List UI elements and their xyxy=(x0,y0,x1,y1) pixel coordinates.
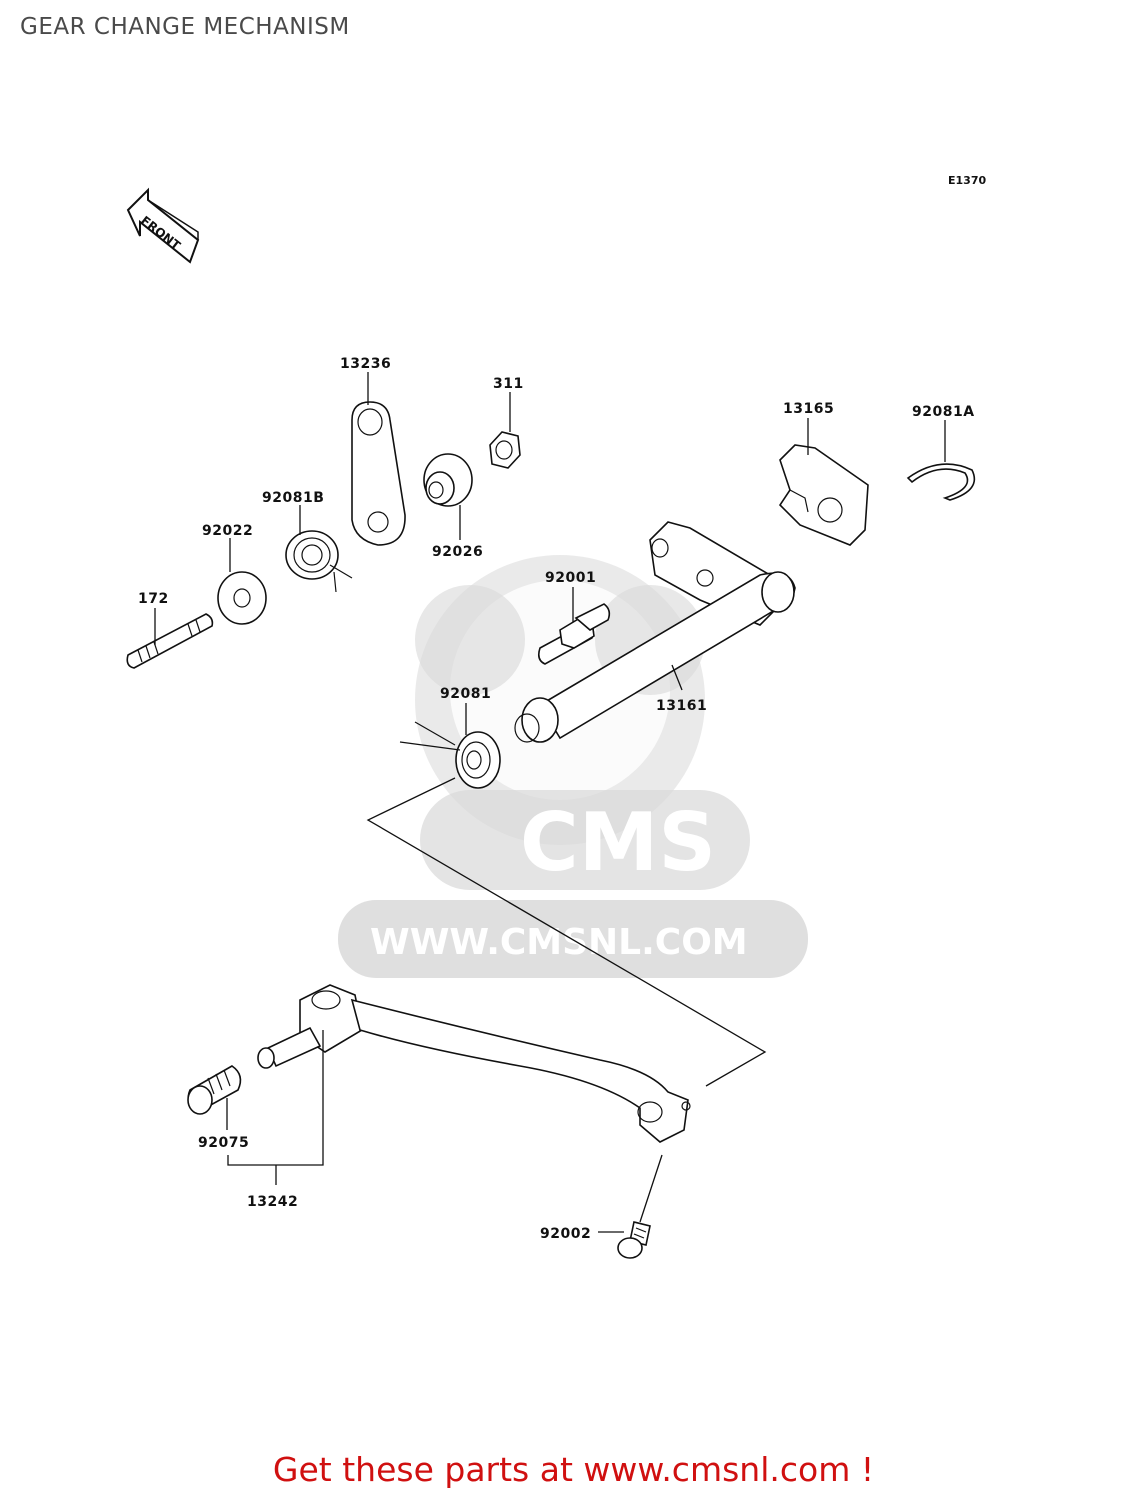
label-92081: 92081 xyxy=(440,686,491,702)
label-92026: 92026 xyxy=(432,544,483,560)
part-92002-bolt xyxy=(617,1221,651,1259)
label-13236: 13236 xyxy=(340,356,391,372)
label-172: 172 xyxy=(138,591,169,607)
diagram-code: E1370 xyxy=(948,174,986,187)
label-92022: 92022 xyxy=(202,523,253,539)
part-13161-shaft xyxy=(514,521,796,743)
footer-link[interactable]: Get these parts at www.cmsnl.com ! xyxy=(272,1450,875,1489)
part-13165-plate xyxy=(778,444,869,546)
part-92081A-clip xyxy=(906,463,976,501)
label-92081B: 92081B xyxy=(262,490,324,506)
label-13161: 13161 xyxy=(656,698,707,714)
label-13242: 13242 xyxy=(247,1194,298,1210)
part-92022-washer xyxy=(217,571,267,625)
part-92001-bolt xyxy=(538,603,611,665)
part-92075-rubber xyxy=(187,1065,242,1115)
label-13165: 13165 xyxy=(783,401,834,417)
part-13242-pedal xyxy=(257,984,691,1143)
watermark-url: WWW.CMSNL.COM xyxy=(370,922,748,963)
label-92002: 92002 xyxy=(540,1226,591,1242)
part-92081B-spring xyxy=(285,530,353,593)
part-92026-collar xyxy=(423,453,473,507)
part-172-stud xyxy=(126,613,214,669)
part-92081-spring xyxy=(399,721,501,789)
front-arrow-icon: FRONT xyxy=(126,187,200,264)
watermark-brand: CMS xyxy=(520,796,716,889)
part-311-nut xyxy=(489,431,521,469)
label-92075: 92075 xyxy=(198,1135,249,1151)
assembly-guide-line xyxy=(366,777,767,1087)
part-13236-lever xyxy=(351,401,406,546)
label-92081A: 92081A xyxy=(912,404,975,420)
label-311: 311 xyxy=(493,376,524,392)
page-title: GEAR CHANGE MECHANISM xyxy=(20,14,350,40)
label-92001: 92001 xyxy=(545,570,596,586)
